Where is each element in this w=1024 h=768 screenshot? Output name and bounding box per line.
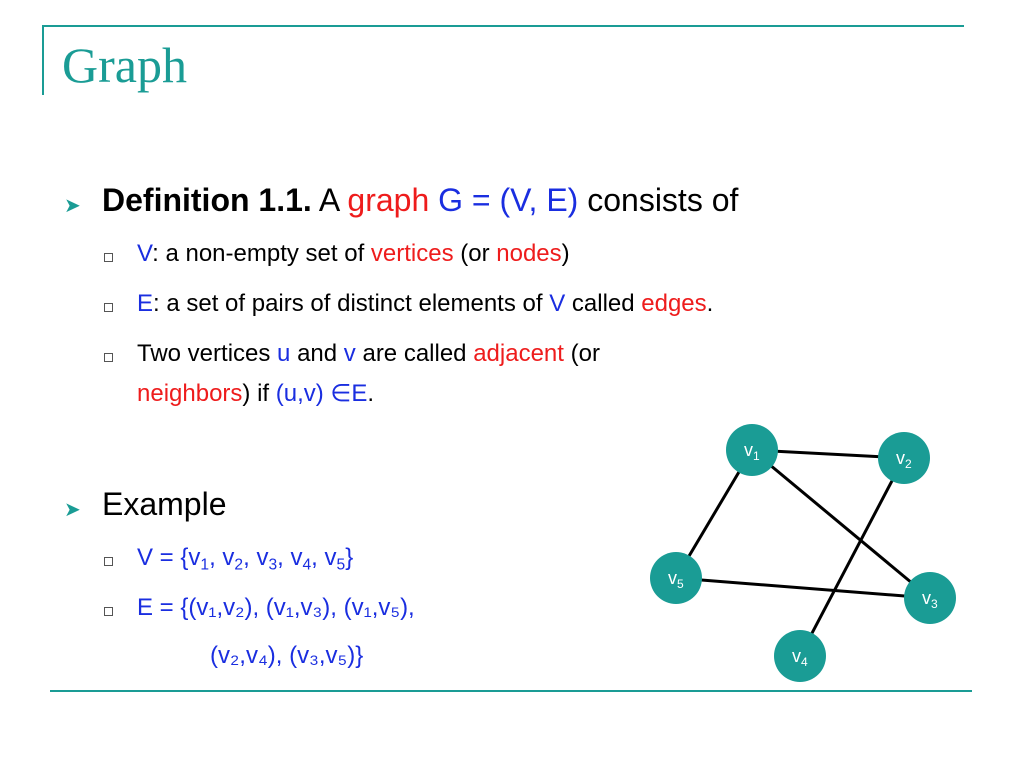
term-adjacent: adjacent (473, 340, 564, 367)
node-circle (774, 630, 826, 682)
edge-v3-v5 (675, 576, 931, 600)
footer-rule (50, 690, 972, 692)
node-v5: v5 (650, 552, 702, 604)
definition-a: A (311, 182, 348, 218)
definition-item-adjacent-line1: Two vertices u and v are called adjacent… (137, 340, 600, 367)
node-v2: v2 (878, 432, 930, 484)
term-vertices: vertices (370, 240, 454, 267)
arrow-bullet-icon: ➤ (64, 499, 81, 521)
node-circle (878, 432, 930, 484)
edge-v2-v4 (798, 457, 906, 657)
vertex-set: V = {v1, v2, v3, v4, v5} (137, 544, 354, 574)
square-bullet-icon (104, 353, 113, 362)
node-label: v3 (922, 588, 938, 611)
node-v1: v1 (726, 424, 778, 476)
node-label: v2 (896, 448, 912, 471)
node-label: v5 (668, 568, 684, 591)
definition-rest: consists of (578, 182, 739, 218)
node-circle (904, 572, 956, 624)
graph-nodes: v1 v2 v3 v4 v5 (650, 424, 956, 682)
square-bullet-icon (104, 607, 113, 616)
square-bullet-icon (104, 557, 113, 566)
node-v3: v3 (904, 572, 956, 624)
edge-set-line1: E = {(v₁,v₂), (v₁,v₃), (v₁,v₅), (137, 594, 415, 621)
node-v4: v4 (774, 630, 826, 682)
edge-v1-v3 (751, 448, 931, 600)
definition-item-vertices: V: a non-empty set of vertices (or nodes… (137, 240, 570, 267)
node-label: v1 (744, 440, 760, 463)
arrow-bullet-icon: ➤ (64, 195, 81, 217)
title-frame-top-rule (42, 25, 964, 27)
graph-notation: G = (V, E) (438, 182, 579, 218)
square-bullet-icon (104, 303, 113, 312)
title-frame-left-rule (42, 25, 44, 95)
node-circle (726, 424, 778, 476)
example-heading: Example (102, 486, 227, 522)
definition-heading: Definition 1.1. (102, 182, 312, 218)
term-nodes: nodes (496, 240, 562, 267)
term-neighbors: neighbors (137, 380, 243, 407)
node-label: v4 (792, 646, 808, 669)
definition-line: Definition 1.1. A graph G = (V, E) consi… (102, 180, 738, 220)
definition-item-adjacent-line2: neighbors) if (u,v) ∈E. (137, 380, 375, 407)
square-bullet-icon (104, 253, 113, 262)
term-graph: graph (347, 182, 430, 218)
definition-item-edges: E: a set of pairs of distinct elements o… (137, 290, 714, 317)
slide-title: Graph (62, 37, 187, 93)
edge-set-line2: (v₂,v₄), (v₃,v₅)} (210, 642, 364, 669)
term-edges: edges (641, 290, 707, 317)
node-circle (650, 552, 702, 604)
